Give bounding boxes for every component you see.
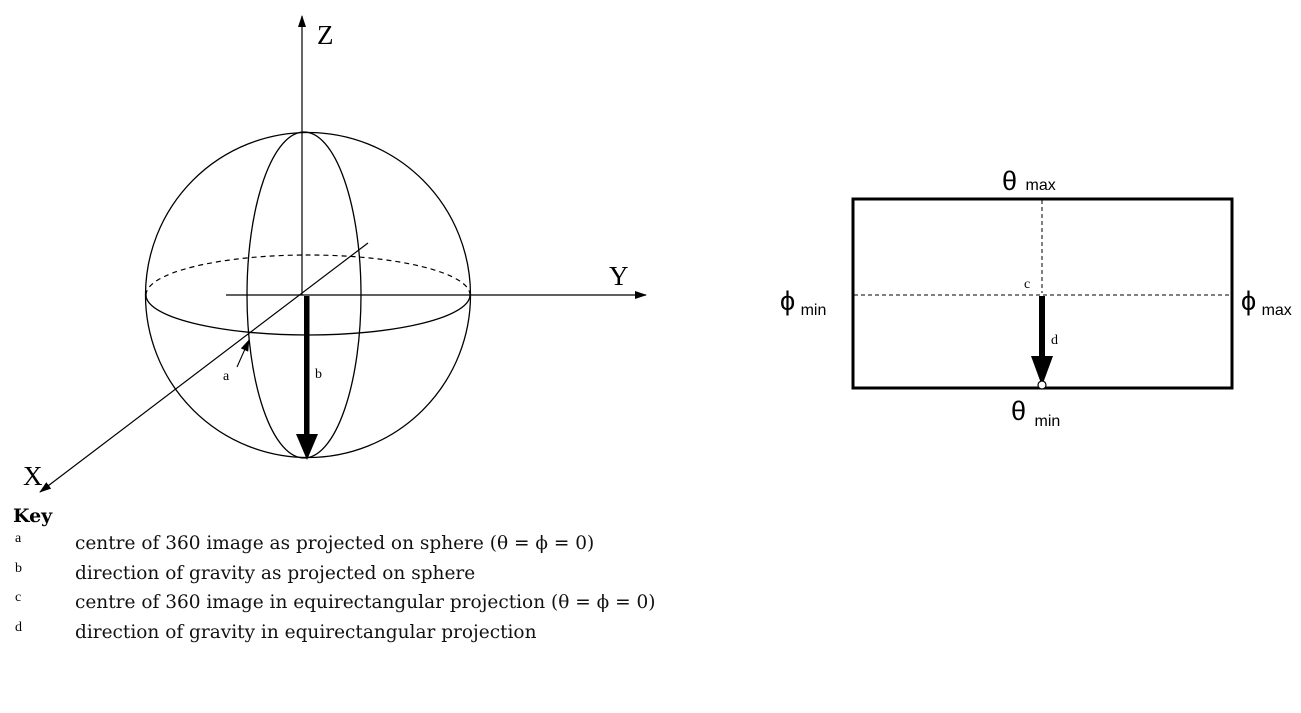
theta-max-subscript: max <box>1025 177 1055 194</box>
key-item: a centre of 360 image as projected on sp… <box>13 529 1113 559</box>
pointer-a <box>236 339 250 368</box>
axis-label-z: Z <box>317 20 334 50</box>
key-item: b direction of gravity as projected on s… <box>13 559 1113 589</box>
sphere-diagram: Z Y X a b <box>23 15 647 493</box>
label-b: b <box>315 367 322 382</box>
key-legend: Key a centre of 360 image as projected o… <box>13 503 1113 647</box>
gravity-arrow-d <box>1031 296 1053 386</box>
theta-min-label: θ min <box>1011 396 1060 430</box>
axis-label-x: X <box>23 461 43 491</box>
key-item: c centre of 360 image in equirectangular… <box>13 588 1113 618</box>
equator-back-dashed <box>145 254 471 296</box>
phi-min-subscript: min <box>801 302 827 319</box>
theta-max-label: θ max <box>1002 166 1056 196</box>
key-description: direction of gravity in equirectangular … <box>75 621 537 643</box>
key-description: centre of 360 image as projected on sphe… <box>75 533 595 554</box>
theta-max-symbol: θ <box>1002 166 1017 196</box>
label-c: c <box>1024 277 1030 292</box>
phi-max-label: ϕ max <box>1241 286 1292 319</box>
key-letter: a <box>15 531 22 546</box>
phi-max-symbol: ϕ <box>1241 286 1256 316</box>
key-item: d direction of gravity in equirectangula… <box>13 618 1113 648</box>
equirectangular-diagram: c d θ max θ min ϕ min ϕ max <box>780 166 1292 430</box>
key-title: Key <box>13 505 53 527</box>
label-d: d <box>1051 333 1058 348</box>
label-a: a <box>223 369 230 384</box>
theta-min-marker <box>1037 380 1047 390</box>
key-letter: d <box>15 619 22 635</box>
phi-min-symbol: ϕ <box>780 286 795 316</box>
theta-min-subscript: min <box>1034 413 1060 430</box>
gravity-arrow-b <box>296 296 318 460</box>
x-axis <box>39 242 369 493</box>
axis-label-y: Y <box>609 261 629 291</box>
key-description: direction of gravity as projected on sph… <box>75 562 476 584</box>
theta-min-symbol: θ <box>1011 396 1026 426</box>
key-letter: b <box>15 560 22 576</box>
phi-max-subscript: max <box>1262 302 1292 319</box>
key-description: centre of 360 image in equirectangular p… <box>75 592 656 613</box>
key-letter: c <box>15 590 22 605</box>
phi-min-label: ϕ min <box>780 286 826 319</box>
